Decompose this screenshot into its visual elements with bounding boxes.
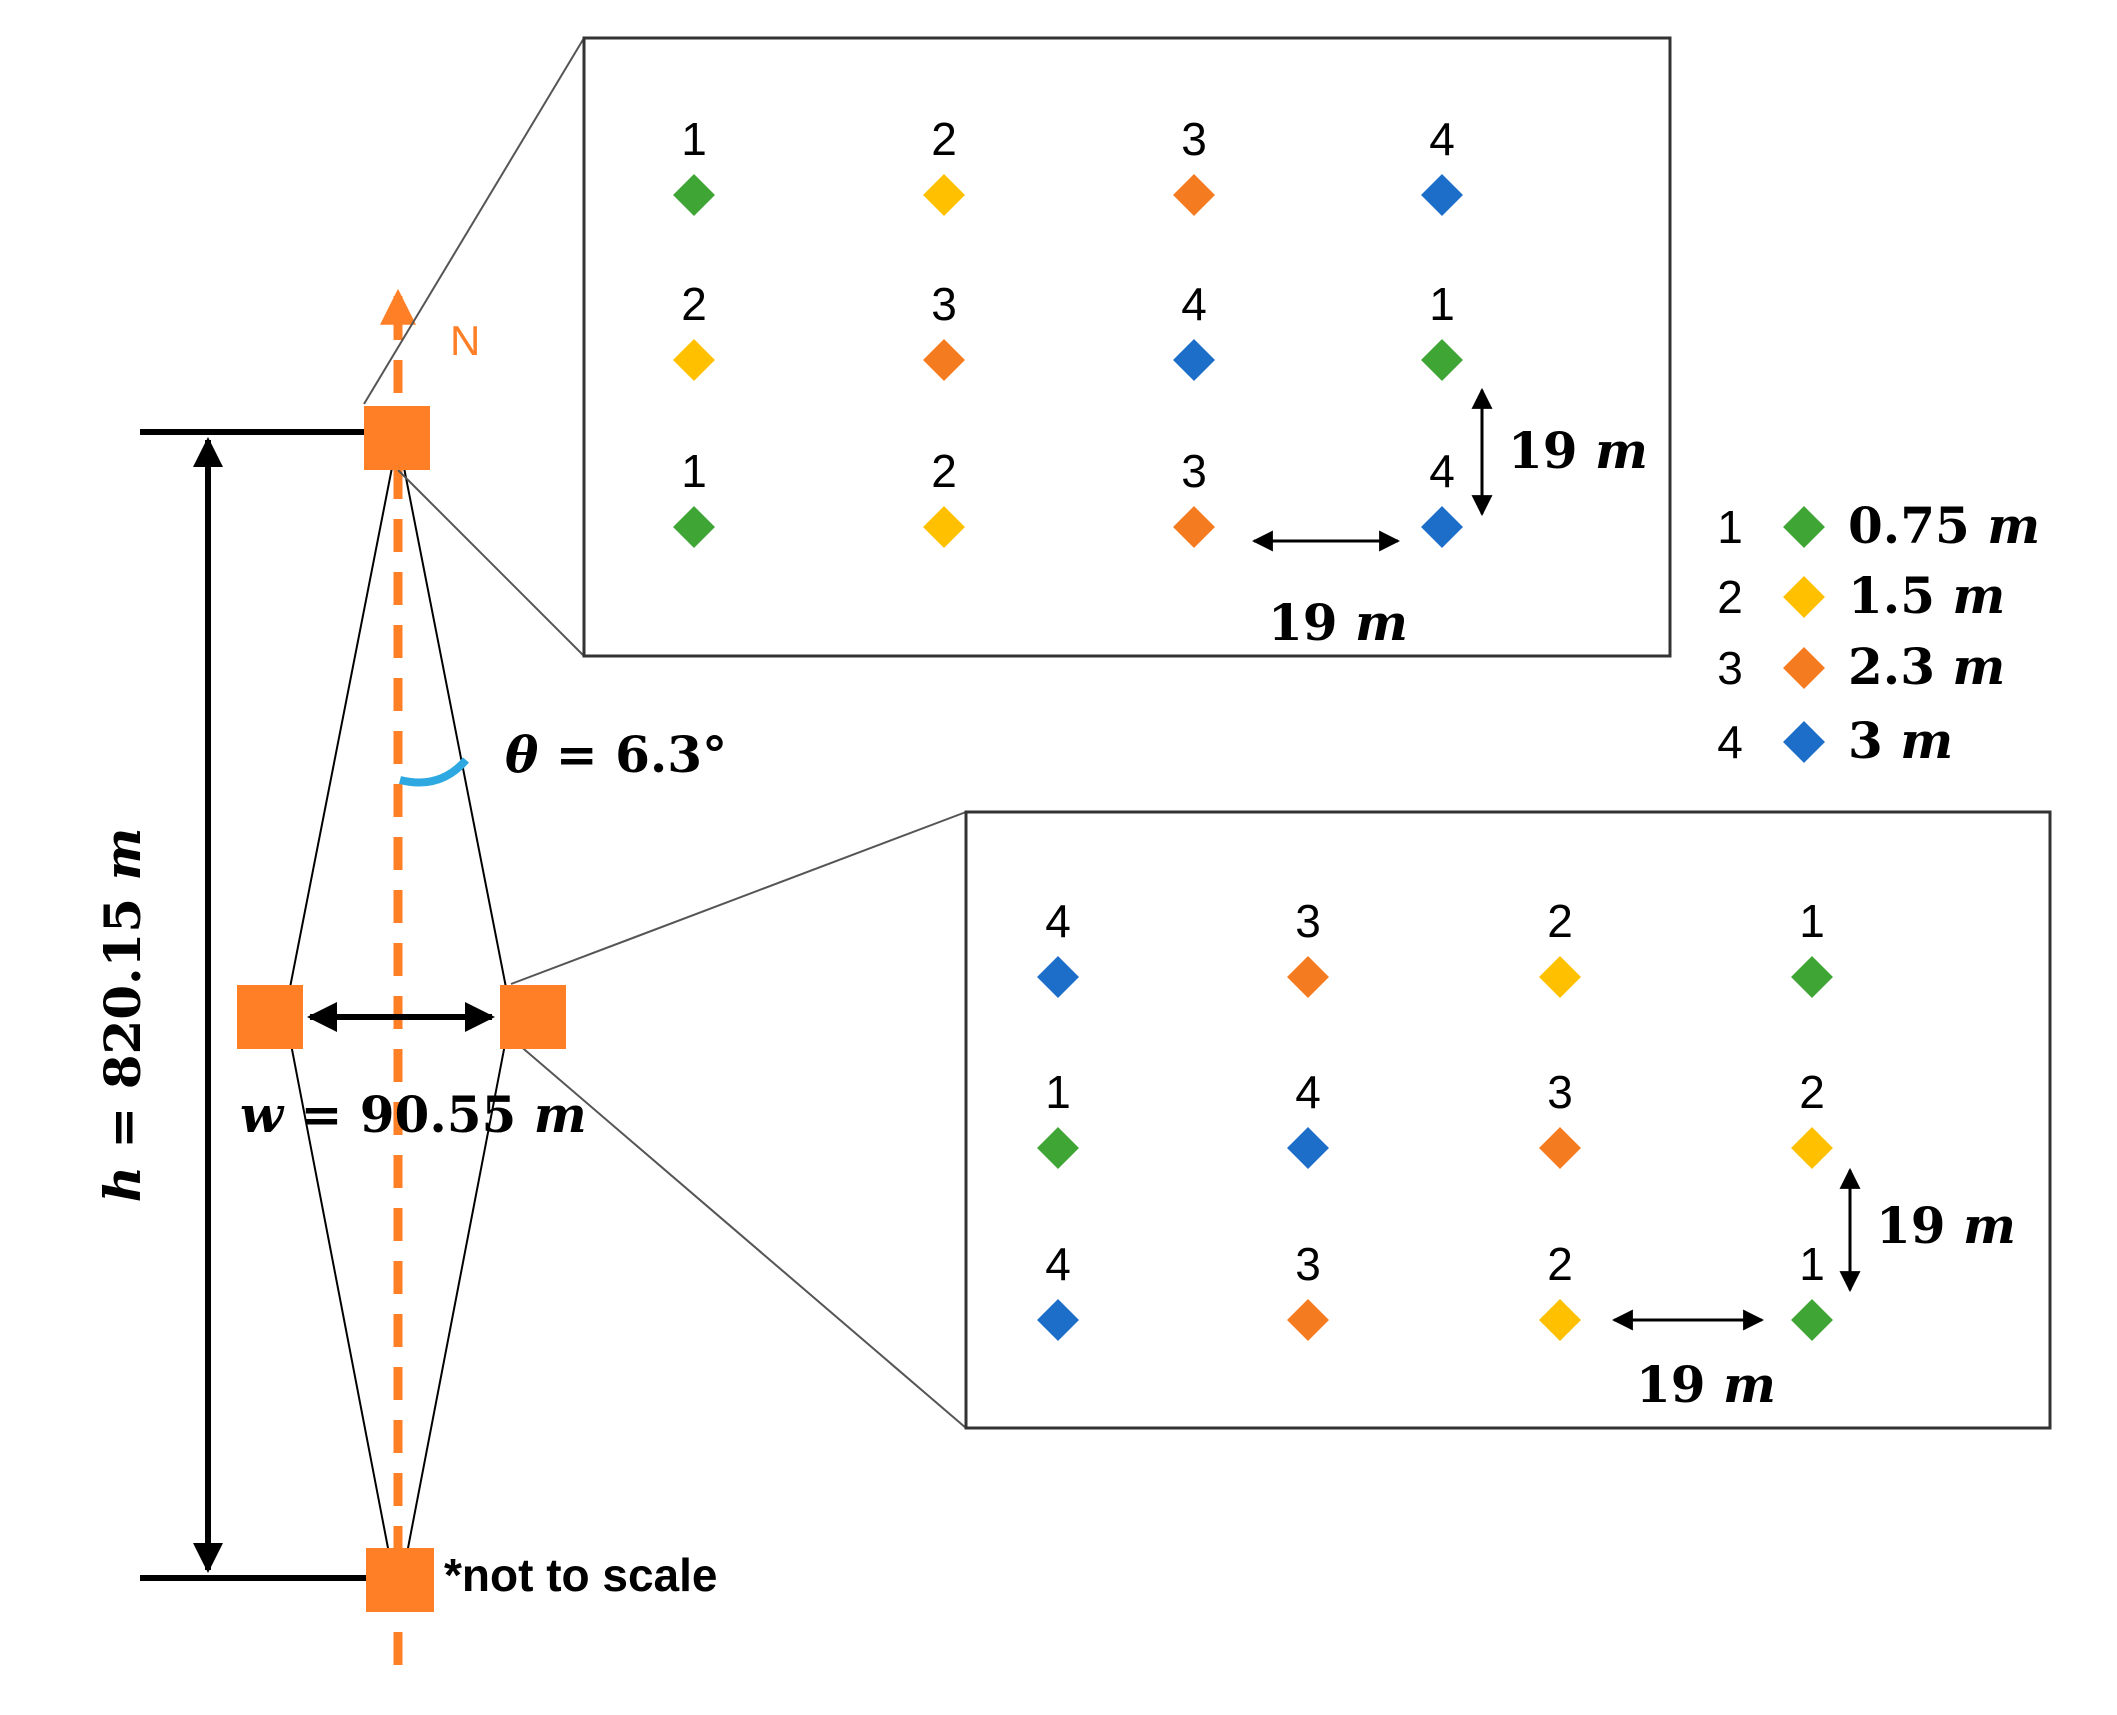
bottom-grid-plot-label: 1 [1799,895,1825,947]
top-grid-plot-label: 1 [1429,278,1455,330]
bottom-grid-plot-marker-type1 [1788,953,1836,1001]
top-inset-grid: 1 2 3 4 2 3 4 1 1 2 3 4 [670,113,1466,551]
top-inset-box [582,36,1672,658]
top-grid-plot-label: 4 [1181,278,1207,330]
legend-number: 4 [1717,716,1743,768]
bottom-grid-plot-label: 4 [1045,895,1071,947]
bottom-grid-plot-marker-type4 [1034,953,1082,1001]
legend-number: 1 [1717,501,1743,553]
legend-value: 2.3 m [1848,637,2005,696]
zoom-line-bottom-2 [510,1037,967,1429]
top-grid-plot-marker-type2 [670,336,718,384]
bottom-grid-plot-label: 3 [1295,1238,1321,1290]
height-label: h = 820.15 m [93,828,152,1203]
zoom-line-top-1 [363,37,585,405]
top-grid-plot-marker-type2 [920,171,968,219]
top-grid-plot-marker-type2 [920,503,968,551]
bottom-grid-plot-label: 2 [1799,1066,1825,1118]
bottom-inset-box [964,810,2052,1430]
bottom-grid-plot-label: 2 [1547,895,1573,947]
angle-label: θ = 6.3° [505,725,727,784]
bottom-spacing-v-label: 19 m [1876,1196,2016,1255]
legend-marker-type1 [1780,503,1828,551]
top-grid-plot-marker-type3 [1170,503,1218,551]
marker-east [500,985,566,1049]
legend-value: 1.5 m [1848,566,2005,625]
top-spacing-v-label: 19 m [1508,421,1648,480]
bottom-grid-plot-marker-type2 [1788,1124,1836,1172]
top-grid-plot-label: 4 [1429,113,1455,165]
legend-number: 3 [1717,642,1743,694]
bottom-grid-plot-label: 4 [1045,1238,1071,1290]
legend-value: 0.75 m [1848,496,2040,555]
top-grid-plot-label: 3 [1181,113,1207,165]
bottom-grid-plot-marker-type4 [1284,1124,1332,1172]
bottom-grid-plot-marker-type1 [1034,1124,1082,1172]
angle-arc [399,757,470,787]
bottom-grid-plot-marker-type3 [1284,1296,1332,1344]
bottom-grid-plot-marker-type4 [1034,1296,1082,1344]
top-grid-plot-label: 1 [681,445,707,497]
top-grid-plot-label: 3 [931,278,957,330]
bottom-grid-plot-marker-type3 [1284,953,1332,1001]
marker-south [366,1548,434,1612]
zoom-line-bottom-1 [510,811,967,985]
legend-marker-type4 [1780,718,1828,766]
top-grid-plot-marker-type4 [1418,503,1466,551]
marker-north [364,406,430,470]
north-label: N [450,317,480,364]
top-grid-plot-label: 2 [931,113,957,165]
bottom-grid-plot-label: 1 [1045,1066,1071,1118]
bottom-grid-plot-label: 1 [1799,1238,1825,1290]
top-grid-plot-marker-type1 [670,503,718,551]
bottom-spacing-h-label: 19 m [1636,1355,1776,1414]
bottom-grid-plot-label: 2 [1547,1238,1573,1290]
top-grid-plot-marker-type1 [1418,336,1466,384]
bottom-grid-plot-marker-type2 [1536,1296,1584,1344]
bottom-inset-grid: 4 3 2 1 1 4 3 2 4 3 2 1 [1034,895,1836,1344]
width-label: w = 90.55 m [240,1085,587,1144]
bottom-grid-plot-marker-type3 [1536,1124,1584,1172]
legend-number: 2 [1717,571,1743,623]
legend-marker-type3 [1780,644,1828,692]
top-grid-plot-label: 1 [681,113,707,165]
top-grid-plot-label: 4 [1429,445,1455,497]
scale-note: *not to scale [444,1549,718,1601]
bottom-grid-plot-label: 3 [1547,1066,1573,1118]
zoom-line-top-2 [397,469,585,657]
marker-west [237,985,303,1049]
top-grid-plot-marker-type3 [920,336,968,384]
bottom-grid-plot-marker-type2 [1536,953,1584,1001]
top-grid-plot-label: 2 [931,445,957,497]
bottom-grid-plot-marker-type1 [1788,1296,1836,1344]
top-grid-plot-marker-type4 [1418,171,1466,219]
top-grid-plot-marker-type1 [670,171,718,219]
top-grid-plot-label: 3 [1181,445,1207,497]
top-grid-plot-marker-type3 [1170,171,1218,219]
legend-value: 3 m [1848,711,1953,770]
top-spacing-h-label: 19 m [1268,593,1408,652]
bottom-grid-plot-label: 3 [1295,895,1321,947]
top-grid-plot-label: 2 [681,278,707,330]
top-grid-plot-marker-type4 [1170,336,1218,384]
legend: 1 0.75 m 2 1.5 m 3 2.3 m 4 3 m [1717,496,2040,770]
legend-marker-type2 [1780,573,1828,621]
bottom-grid-plot-label: 4 [1295,1066,1321,1118]
